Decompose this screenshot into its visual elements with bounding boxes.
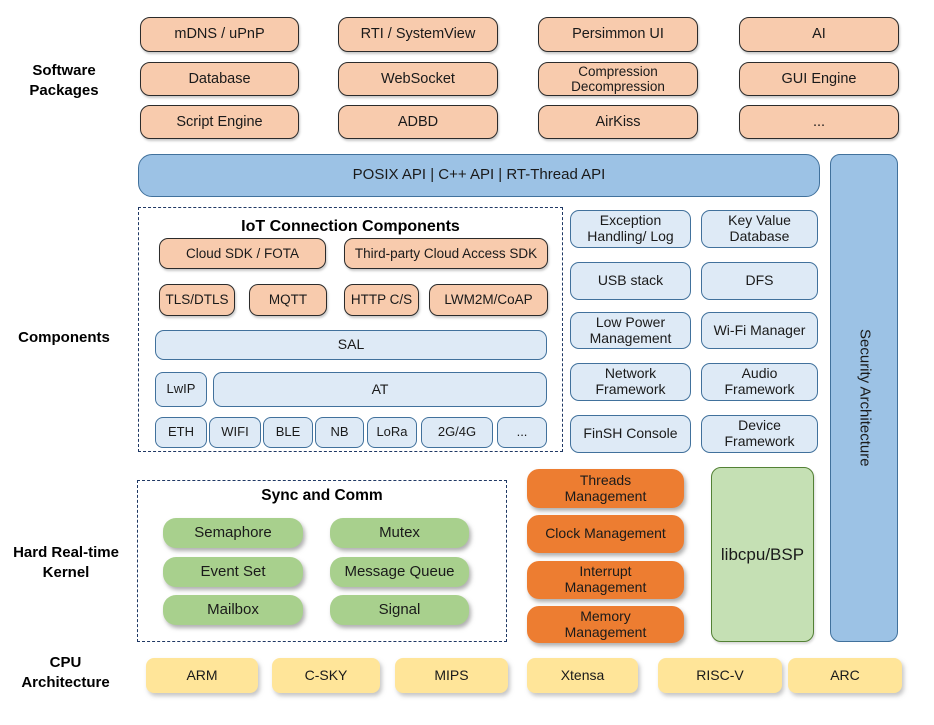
package-rti-systemview: RTI / SystemView <box>338 17 498 52</box>
box-http-cs: HTTP C/S <box>344 284 419 316</box>
kernel-event-set: Event Set <box>163 557 303 587</box>
component-audio-framework: Audio Framework <box>701 363 818 401</box>
kernel-interrupt-management: Interrupt Management <box>527 561 684 599</box>
kernel-memory-management: Memory Management <box>527 606 684 643</box>
package-gui-engine: GUI Engine <box>739 62 899 96</box>
link-eth: ETH <box>155 417 207 448</box>
package-script-engine: Script Engine <box>140 105 299 139</box>
kernel-mailbox: Mailbox <box>163 595 303 625</box>
box-at: AT <box>213 372 547 407</box>
cpu-xtensa: Xtensa <box>527 658 638 693</box>
package-mdns-upnp: mDNS / uPnP <box>140 17 299 52</box>
cpu-risc-v: RISC-V <box>658 658 782 693</box>
side-label-components: Components <box>18 329 110 346</box>
side-label-cpu: CPU Architecture <box>21 654 110 691</box>
sync-comm-title: Sync and Comm <box>261 487 383 504</box>
api-bar: POSIX API | C++ API | RT-Thread API <box>138 154 820 197</box>
kernel-semaphore: Semaphore <box>163 518 303 548</box>
sync-comm-box <box>137 480 507 642</box>
package-adbd: ADBD <box>338 105 498 139</box>
box-cloud-sdk-fota: Cloud SDK / FOTA <box>159 238 326 269</box>
libcpu-bsp: libcpu/BSP <box>711 467 814 642</box>
cpu-arm: ARM <box>146 658 258 693</box>
iot-connection-box <box>138 207 563 452</box>
kernel-clock-management: Clock Management <box>527 515 684 553</box>
component-finsh-console: FinSH Console <box>570 415 691 453</box>
security-architecture-bar: Security Architecture <box>830 154 898 642</box>
component-low-power-management: Low Power Management <box>570 312 691 349</box>
component-device-framework: Device Framework <box>701 415 818 453</box>
component-wifi-manager: Wi-Fi Manager <box>701 312 818 349</box>
link-lora: LoRa <box>367 417 417 448</box>
component-network-framework: Network Framework <box>570 363 691 401</box>
link-more: ... <box>497 417 547 448</box>
box-mqtt: MQTT <box>249 284 327 316</box>
component-dfs: DFS <box>701 262 818 300</box>
kernel-message-queue: Message Queue <box>330 557 469 587</box>
link-2g4g: 2G/4G <box>421 417 493 448</box>
cpu-c-sky: C-SKY <box>272 658 380 693</box>
side-label-software-packages: Software Packages <box>29 62 99 99</box>
link-wifi: WIFI <box>209 417 261 448</box>
iot-connection-title: IoT Connection Components <box>241 218 460 235</box>
cpu-mips: MIPS <box>395 658 508 693</box>
package-compression-decompression: Compression Decompression <box>538 62 698 96</box>
box-lwip: LwIP <box>155 372 207 407</box>
kernel-threads-management: Threads Management <box>527 469 684 508</box>
component-key-value-database: Key Value Database <box>701 210 818 248</box>
package-more: ... <box>739 105 899 139</box>
package-websocket: WebSocket <box>338 62 498 96</box>
cpu-arc: ARC <box>788 658 902 693</box>
link-ble: BLE <box>263 417 313 448</box>
component-exception-handling-log: Exception Handling/ Log <box>570 210 691 248</box>
kernel-mutex: Mutex <box>330 518 469 548</box>
link-nb: NB <box>315 417 364 448</box>
side-label-kernel: Hard Real-time Kernel <box>13 544 119 581</box>
component-usb-stack: USB stack <box>570 262 691 300</box>
package-ai: AI <box>739 17 899 52</box>
package-database: Database <box>140 62 299 96</box>
box-third-party-cloud-sdk: Third-party Cloud Access SDK <box>344 238 548 269</box>
box-tls-dtls: TLS/DTLS <box>159 284 235 316</box>
package-airkiss: AirKiss <box>538 105 698 139</box>
package-persimmon-ui: Persimmon UI <box>538 17 698 52</box>
kernel-signal: Signal <box>330 595 469 625</box>
box-sal: SAL <box>155 330 547 360</box>
box-lwm2m-coap: LWM2M/CoAP <box>429 284 548 316</box>
